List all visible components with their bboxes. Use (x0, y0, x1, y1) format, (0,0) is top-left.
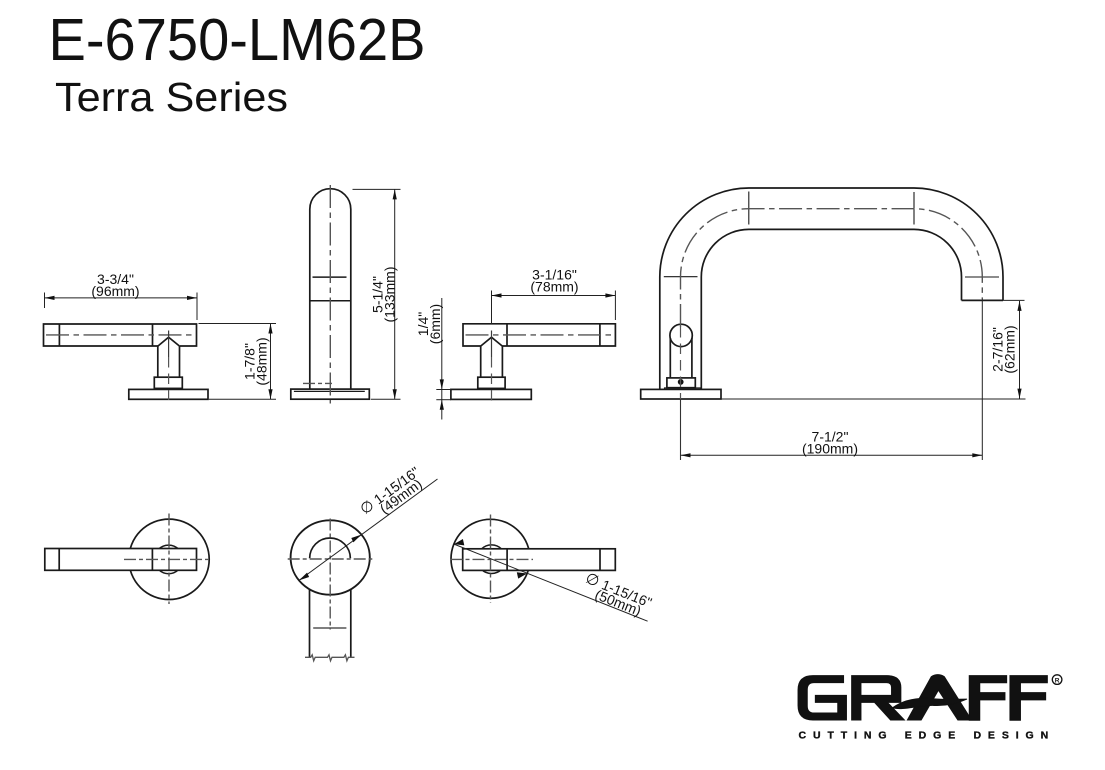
svg-text:Terra Series: Terra Series (55, 74, 288, 120)
svg-text:3-1/16": 3-1/16" (532, 267, 577, 283)
svg-text:(6mm): (6mm) (427, 304, 443, 344)
svg-text:1/4": 1/4" (415, 312, 431, 336)
svg-text:(133mm): (133mm) (382, 266, 398, 322)
svg-text:E-6750-LM62B: E-6750-LM62B (49, 6, 426, 73)
svg-text:(48mm): (48mm) (254, 337, 270, 385)
svg-text:5-1/4": 5-1/4" (370, 276, 386, 313)
svg-text:R: R (1055, 678, 1060, 685)
svg-text:1-7/8": 1-7/8" (242, 343, 258, 380)
svg-text:(96mm): (96mm) (91, 283, 139, 299)
svg-text:2-7/16": 2-7/16" (990, 327, 1006, 372)
svg-text:CUTTING EDGE DESIGN: CUTTING EDGE DESIGN (799, 729, 1056, 741)
svg-text:(190mm): (190mm) (802, 441, 858, 457)
svg-text:(78mm): (78mm) (530, 279, 578, 295)
svg-text:(62mm): (62mm) (1002, 325, 1018, 373)
svg-text:3-3/4": 3-3/4" (97, 271, 134, 287)
svg-text:7-1/2": 7-1/2" (812, 429, 849, 445)
